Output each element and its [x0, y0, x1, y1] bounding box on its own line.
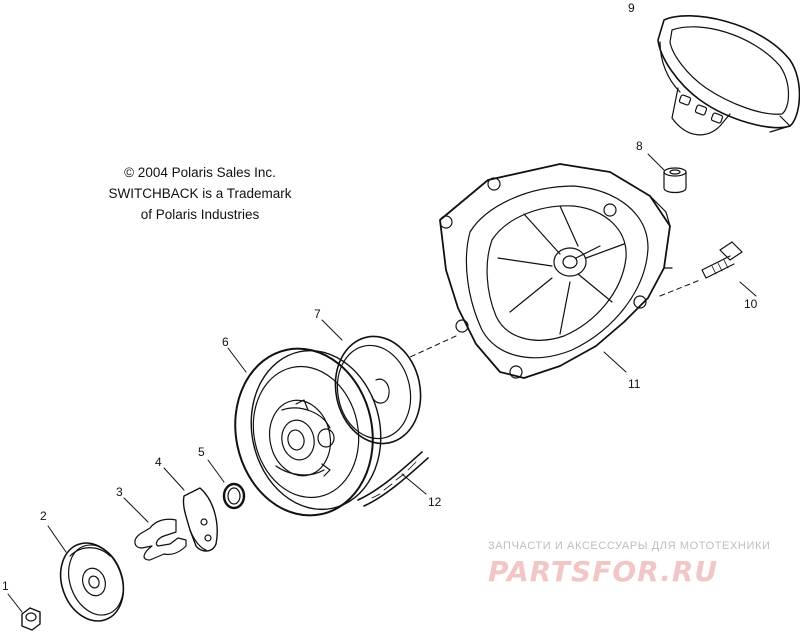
part-9-recoil-handle — [657, 15, 800, 136]
copyright-line-2: SWITCHBACK is a Trademark — [108, 186, 292, 201]
callout-12: 12 — [428, 495, 442, 509]
callout-11: 11 — [628, 377, 641, 391]
part-7-recoil-spring — [321, 319, 422, 445]
copyright-line-3: of Polaris Industries — [140, 207, 260, 222]
part-3-pawl-spring — [123, 497, 187, 561]
callout-2: 2 — [40, 509, 47, 523]
watermark-logo: PARTSFOR.RU — [488, 555, 719, 588]
copyright-notice: © 2004 Polaris Sales Inc. SWITCHBACK is … — [80, 162, 320, 225]
callout-9: 9 — [628, 1, 635, 15]
callout-7: 7 — [314, 307, 321, 321]
callout-3: 3 — [116, 485, 123, 499]
callout-10: 10 — [744, 297, 758, 311]
callout-6: 6 — [222, 335, 229, 349]
callout-5: 5 — [198, 445, 205, 459]
part-6-pulley — [227, 347, 382, 517]
callout-4: 4 — [155, 455, 162, 469]
callout-8: 8 — [636, 139, 643, 153]
copyright-line-1: © 2004 Polaris Sales Inc. — [124, 165, 276, 180]
part-2-friction-plate — [47, 525, 125, 622]
part-11-recoil-housing — [439, 163, 673, 379]
callout-1: 1 — [2, 579, 9, 593]
part-1-nut — [7, 593, 41, 631]
part-10-bolt — [701, 241, 757, 297]
part-12-rope — [357, 451, 429, 507]
part-4-pawl — [163, 467, 218, 552]
part-5-retainer-ring — [207, 459, 246, 510]
part-8-bushing — [647, 153, 687, 194]
watermark-tagline: ЗАПЧАСТИ И АКСЕССУАРЫ ДЛЯ МОТОТЕХНИКИ — [488, 540, 771, 552]
assembly-leader-lines — [407, 279, 701, 359]
